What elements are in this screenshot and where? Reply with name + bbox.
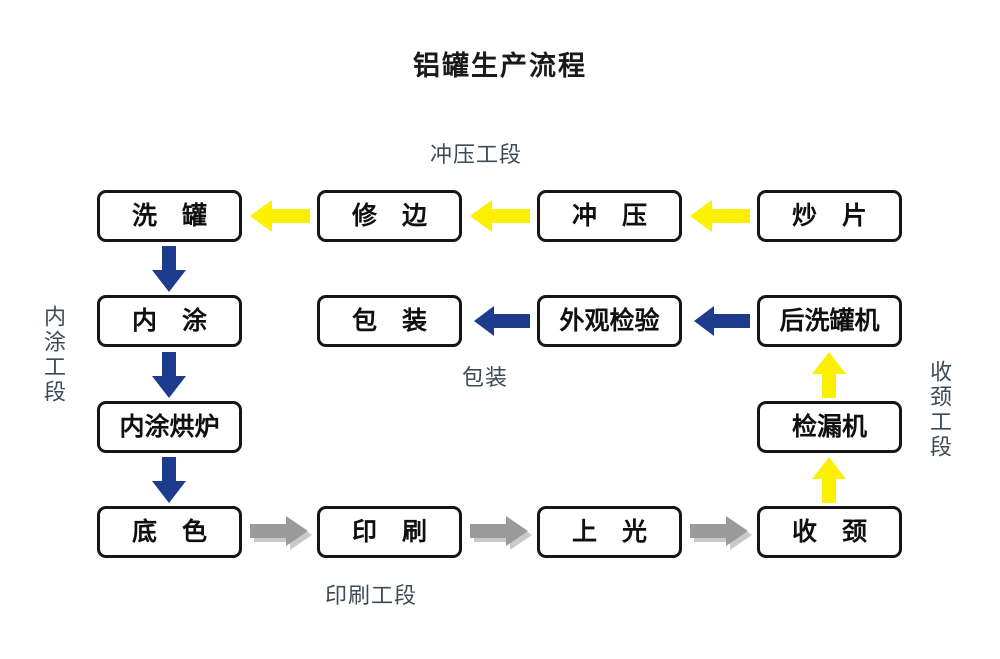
arrow-necking-to-leak-tester xyxy=(808,457,850,503)
arrow-base-coat-to-print xyxy=(250,515,314,551)
arrow-varnish-to-necking xyxy=(690,515,754,551)
node-visual-inspect[interactable]: 外观检验 xyxy=(537,295,682,347)
node-inner-coat-oven[interactable]: 内涂烘炉 xyxy=(97,401,242,453)
arrow-stamping-to-trim xyxy=(470,197,530,235)
node-necking[interactable]: 收 颈 xyxy=(757,506,902,558)
arrow-post-washer-to-visual-inspect xyxy=(694,304,750,338)
node-print[interactable]: 印 刷 xyxy=(317,506,462,558)
arrow-wash-can-to-inner-coat xyxy=(148,246,190,292)
arrow-blank-cut-to-stamping xyxy=(690,197,750,235)
arrow-oven-to-base-coat xyxy=(148,457,190,503)
node-trim[interactable]: 修 边 xyxy=(317,190,462,242)
node-stamping[interactable]: 冲 压 xyxy=(537,190,682,242)
arrow-trim-to-wash-can xyxy=(250,197,310,235)
node-post-washer[interactable]: 后洗罐机 xyxy=(757,295,902,347)
arrow-inner-coat-to-oven xyxy=(148,352,190,398)
node-leak-tester[interactable]: 检漏机 xyxy=(757,401,902,453)
node-varnish[interactable]: 上 光 xyxy=(537,506,682,558)
arrow-leak-tester-to-post-washer xyxy=(808,352,850,398)
section-label-necking: 收颈工段 xyxy=(927,360,952,460)
section-label-printing: 印刷工段 xyxy=(325,583,418,608)
section-label-packaging: 包装 xyxy=(462,365,509,390)
arrow-print-to-varnish xyxy=(470,515,534,551)
node-wash-can[interactable]: 洗 罐 xyxy=(97,190,242,242)
section-label-inner-coating: 内涂工段 xyxy=(41,305,66,405)
page-title: 铝罐生产流程 xyxy=(413,51,587,81)
node-packaging[interactable]: 包 装 xyxy=(317,295,462,347)
node-inner-coat[interactable]: 内 涂 xyxy=(97,295,242,347)
node-base-coat[interactable]: 底 色 xyxy=(97,506,242,558)
section-label-stamping: 冲压工段 xyxy=(430,142,523,167)
arrow-visual-inspect-to-packaging xyxy=(474,304,530,338)
node-blank-cut[interactable]: 炒 片 xyxy=(757,190,902,242)
